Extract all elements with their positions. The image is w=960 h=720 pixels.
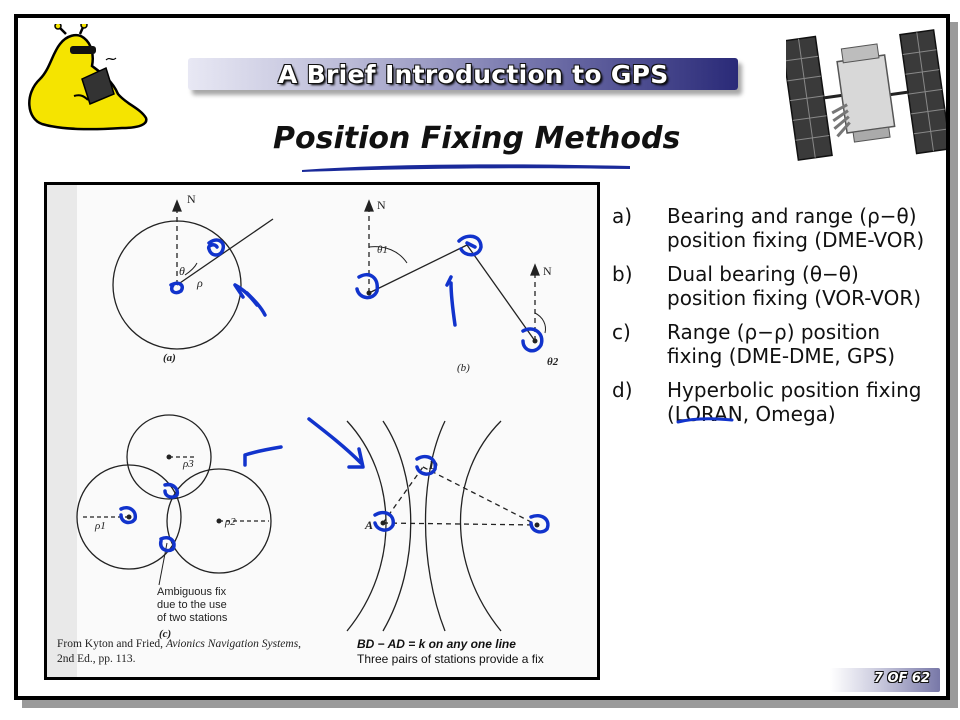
panel-a-diagram xyxy=(112,199,274,350)
method-text-a: Bearing and range (ρ−θ) position fixing … xyxy=(667,204,925,252)
rho3-label-c: ρ3 xyxy=(182,458,194,470)
method-item-d: d) Hyperbolic position fixing (LORAN, Om… xyxy=(612,378,932,426)
title-underline xyxy=(302,164,630,172)
figure-panel: N θ ρ (a) N θ1 N θ2 (b) xyxy=(44,182,600,680)
method-item-c: c) Range (ρ−ρ) position fixing (DME-DME,… xyxy=(612,320,932,368)
north-label-b2: N xyxy=(543,264,552,278)
method-text-c: Range (ρ−ρ) position fixing (DME-DME, GP… xyxy=(667,320,896,368)
caption-edition: , 2nd Ed., pp. 113. xyxy=(57,638,302,665)
rho-label-a: ρ xyxy=(196,276,203,290)
method-item-b: b) Dual bearing (θ−θ) position fixing (V… xyxy=(612,262,932,310)
title-banner: A Brief Introduction to GPS xyxy=(188,58,738,94)
equation-line2: Three pairs of stations provide a fix xyxy=(357,652,544,666)
north-label-b1: N xyxy=(377,198,386,212)
banner-bar xyxy=(188,58,738,90)
point-a-label: A xyxy=(364,518,373,532)
method-item-a: a) Bearing and range (ρ−θ) position fixi… xyxy=(612,204,932,252)
position-fixing-diagram: N θ ρ (a) N θ1 N θ2 (b) xyxy=(47,185,559,677)
method-label-a: a) xyxy=(612,204,633,228)
panel-b-label: (b) xyxy=(457,362,470,374)
theta2-label-b: θ2 xyxy=(547,356,559,368)
theta-label-a: θ xyxy=(179,264,185,278)
ambiguous-fix-line3: of two stations xyxy=(157,612,228,624)
method-label-b: b) xyxy=(612,262,633,286)
range-pen-stroke xyxy=(676,417,734,424)
slug-mascot-icon xyxy=(28,24,148,131)
page-title: Position Fixing Methods xyxy=(273,121,681,156)
method-label-c: c) xyxy=(612,320,631,344)
satellite-icon xyxy=(786,29,946,161)
north-label-a: N xyxy=(187,192,196,206)
page-number: 7 OF 62 xyxy=(873,671,930,686)
figure-caption: From Kyton and Fried, Avionics Navigatio… xyxy=(57,637,317,667)
panel-c-diagram xyxy=(76,414,272,586)
method-text-b: Dual bearing (θ−θ) position fixing (VOR-… xyxy=(667,262,922,310)
caption-prefix: From Kyton and Fried, xyxy=(57,638,164,650)
banner-title: A Brief Introduction to GPS xyxy=(278,60,669,89)
point-d-label: D xyxy=(428,458,438,472)
ambiguous-fix-line2: due to the use xyxy=(157,599,227,611)
panel-a-label: (a) xyxy=(163,352,176,364)
rho1-label-c: ρ1 xyxy=(94,520,106,532)
method-label-d: d) xyxy=(612,378,633,402)
pen-annotations xyxy=(119,234,550,553)
hyperbolic-equation: BD − AD = k on any one line Three pairs … xyxy=(357,637,544,667)
page-number-bg xyxy=(830,668,940,692)
methods-list: a) Bearing and range (ρ−θ) position fixi… xyxy=(612,204,932,436)
rho2-label-c: ρ2 xyxy=(224,516,236,528)
equation-line1: BD − AD = k on any one line xyxy=(357,637,516,651)
method-text-d: Hyperbolic position fixing (LORAN, Omega… xyxy=(667,378,922,426)
theta1-label-b: θ1 xyxy=(377,244,388,256)
ambiguous-fix-line1: Ambiguous fix xyxy=(157,586,227,598)
caption-book-title: Avionics Navigation Systems xyxy=(165,638,299,650)
panel-c-label: (c) xyxy=(159,628,171,640)
page-number-badge: 7 OF 62 xyxy=(830,668,940,692)
